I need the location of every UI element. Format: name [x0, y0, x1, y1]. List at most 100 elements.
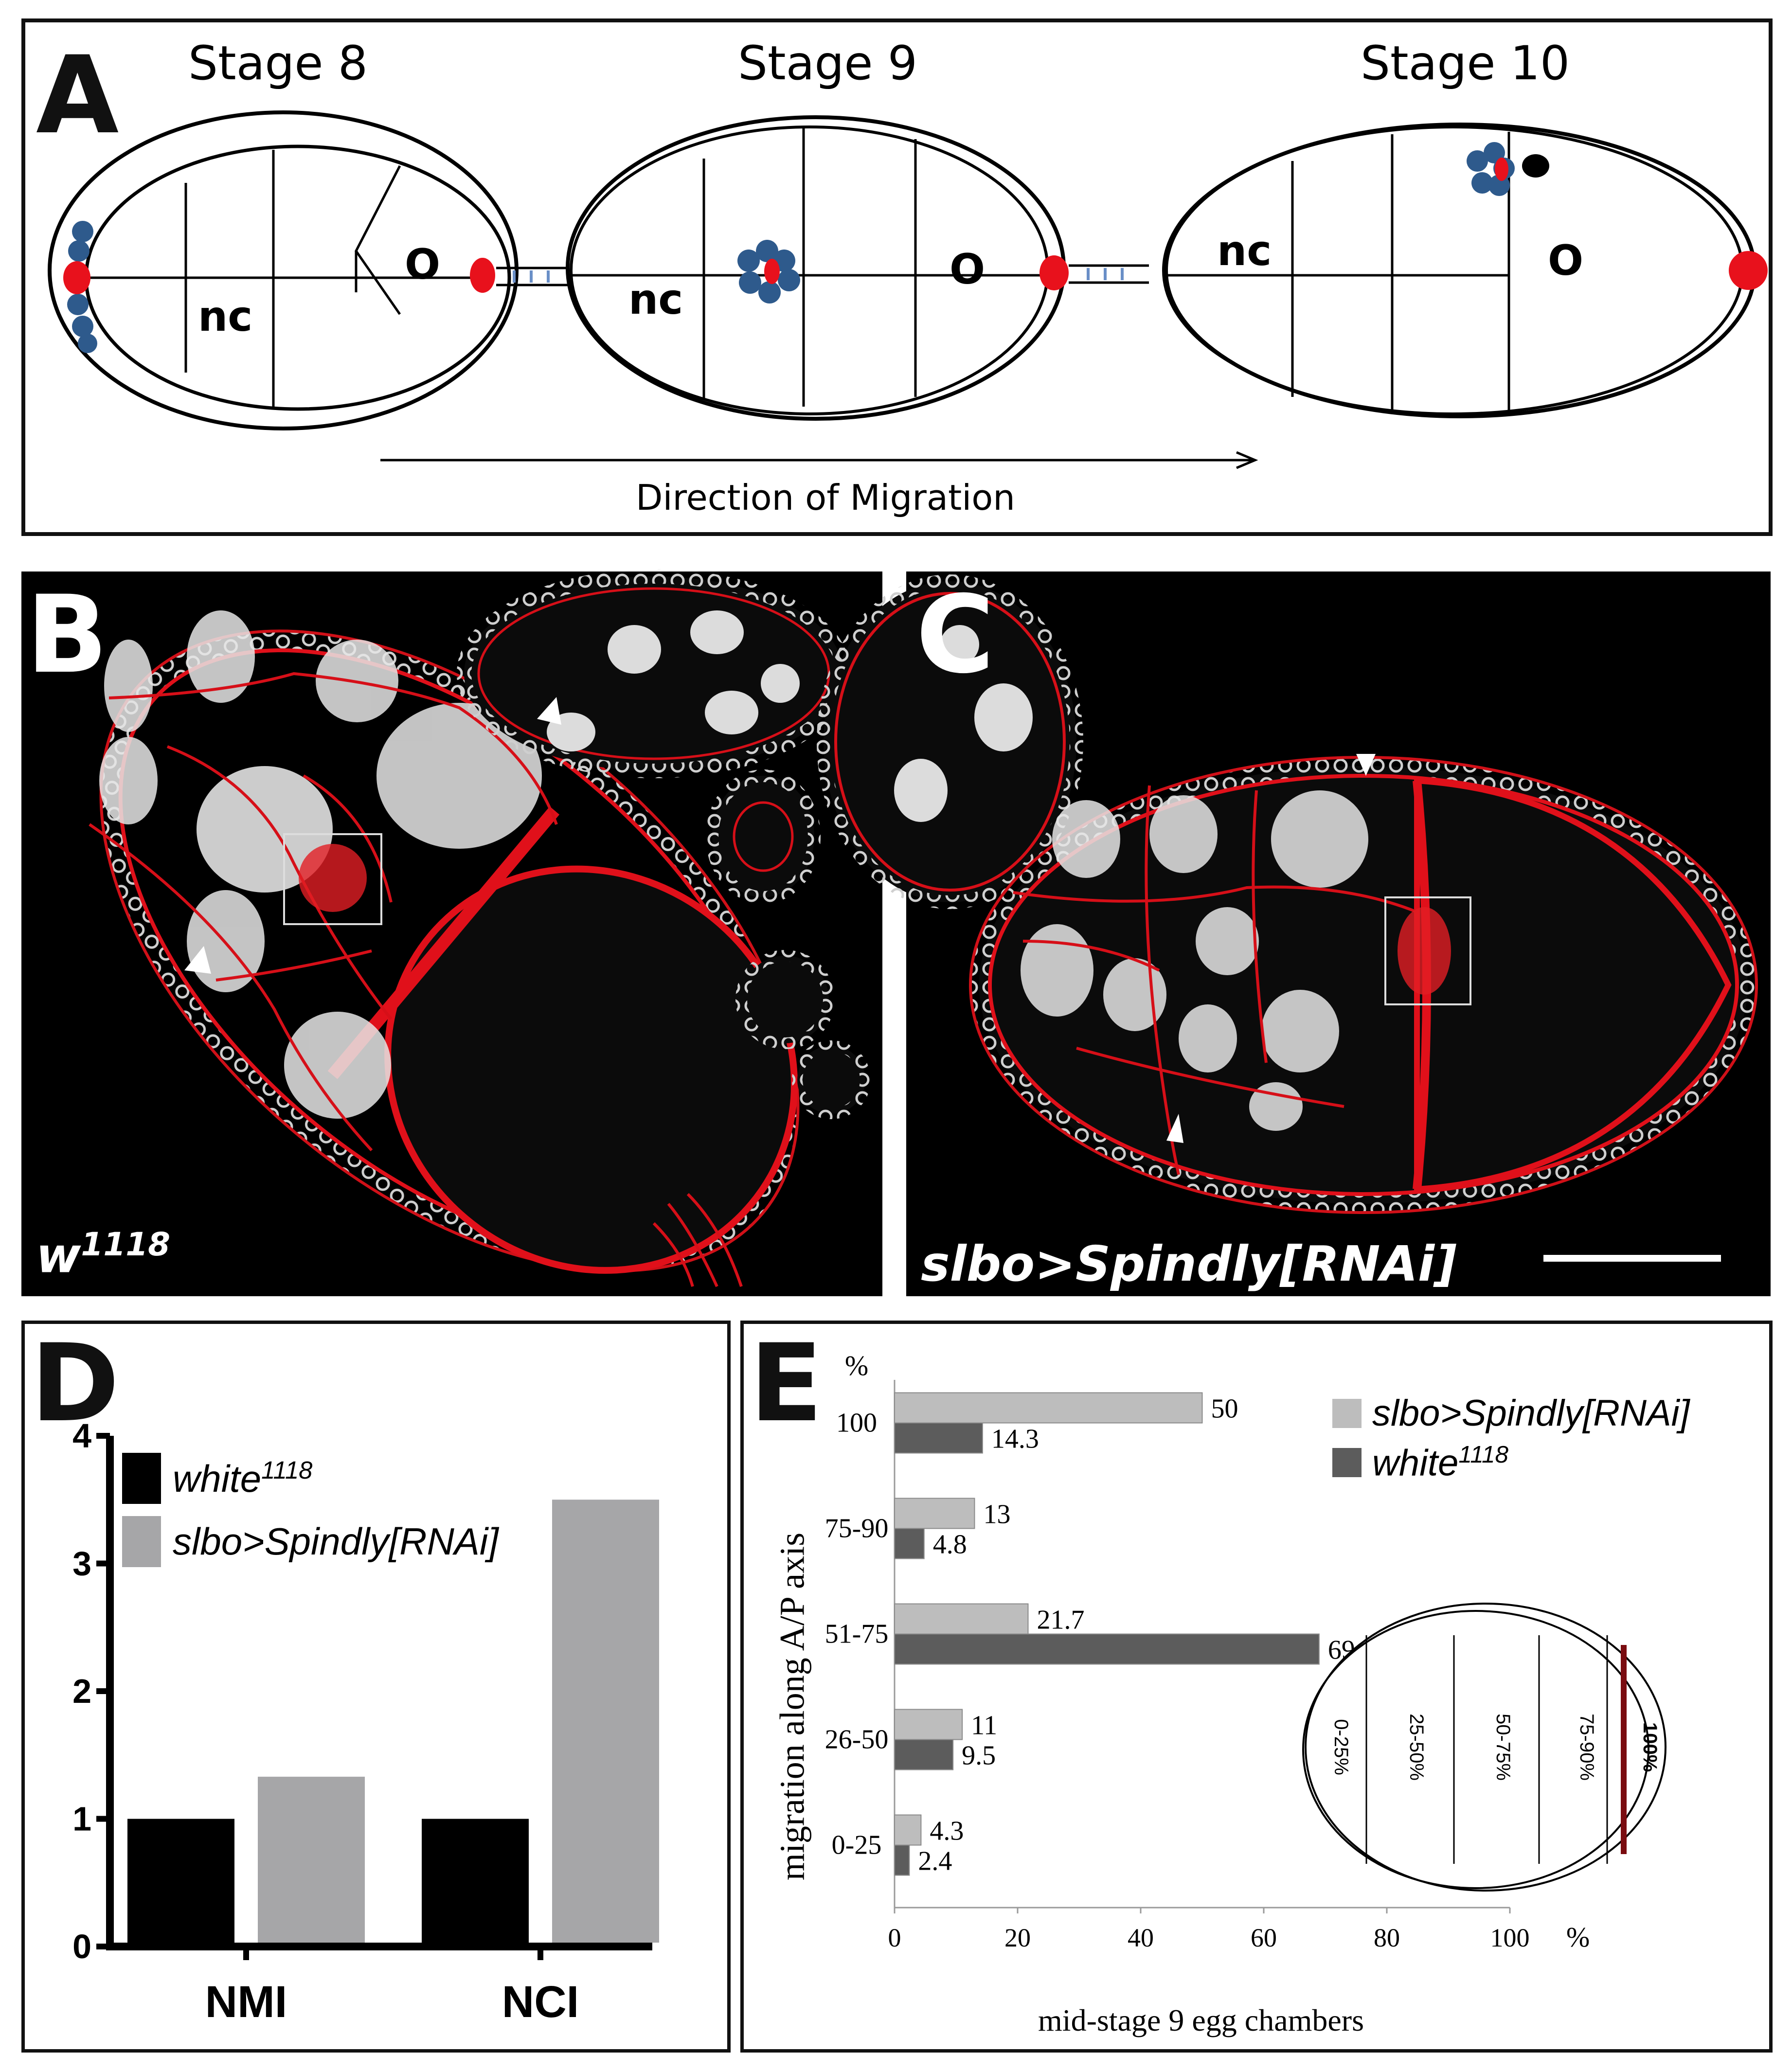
y-tick-label: 0 — [72, 1928, 91, 1965]
border-cell-cluster-box — [283, 833, 382, 925]
y-tick-label: 0-25 — [832, 1830, 882, 1860]
legend-swatch-white1118 — [122, 1453, 161, 1504]
inset-region-label: 50-75% — [1492, 1714, 1514, 1781]
stage-9-nurse-cell-label: nc — [628, 275, 683, 324]
micrograph-spindly-rnai — [817, 574, 1758, 1262]
x-tick-label: 60 — [1251, 1923, 1277, 1952]
legend-label-spindly-rnai: slbo>Spindly[RNAi] — [1372, 1393, 1690, 1434]
stage-8-border-cell — [67, 294, 89, 315]
bar-value-label: 50 — [1211, 1394, 1238, 1424]
legend-spindly-rnai: slbo>Spindly[RNAi] — [1332, 1392, 1690, 1434]
stage-10-border-cell — [1488, 175, 1510, 196]
y-tick-label: 100 — [836, 1408, 877, 1438]
legend-swatch-white1118 — [1332, 1447, 1362, 1477]
border-cell-cluster-box — [1384, 896, 1471, 1005]
x-tick-label: NCI — [502, 1977, 579, 2027]
x-tick-label: 0 — [888, 1923, 901, 1952]
inset-region-label: 25-50% — [1406, 1714, 1427, 1781]
x-tick-label: NMI — [205, 1977, 287, 2027]
legend-swatch-spindly-rnai — [122, 1516, 161, 1567]
arrowhead-marker — [537, 697, 561, 725]
stage-small-chamber — [817, 574, 1083, 909]
stage-8-nurse-cell-label: nc — [198, 292, 253, 341]
y-tick-label: 26-50 — [825, 1725, 889, 1755]
stage-10-label: Stage 10 — [1361, 36, 1570, 90]
stalk-tissue — [652, 1193, 743, 1287]
bar-value-label: 4.8 — [933, 1530, 967, 1560]
bar-0-25-series-1 — [894, 1844, 910, 1876]
inset-outer-outline — [1305, 1603, 1667, 1892]
legend-swatch-spindly-rnai — [1332, 1398, 1362, 1428]
x-axis-label: mid-stage 9 egg chambers — [1038, 2003, 1364, 2037]
stage-9-posterior-polar-cells — [1039, 255, 1069, 290]
arrowhead-marker — [1356, 754, 1376, 776]
stage-9-label: Stage 9 — [738, 36, 917, 90]
bar-value-label: 21.7 — [1037, 1605, 1085, 1635]
legend-label-white1118: white1118 — [173, 1456, 313, 1500]
y-tick-label: 3 — [72, 1545, 91, 1583]
arrowhead-marker — [1166, 1114, 1183, 1143]
panel-letter-a: A — [36, 33, 119, 158]
stage-10-posterior-polar-cells — [1729, 251, 1768, 290]
border-cell-cluster — [299, 844, 367, 912]
micrograph-w1118 — [89, 569, 871, 1287]
stage-8-border-cell — [72, 316, 93, 337]
panel-c-micrograph-spindly-rnai: C slbo>Spindly[RNAi] — [817, 572, 1771, 1296]
x-tick-label: 80 — [1374, 1923, 1400, 1952]
stage-9-border-cell — [756, 240, 778, 262]
bar-26-50-series-0 — [894, 1709, 963, 1740]
y-unit-label: % — [845, 1350, 868, 1381]
legend-spindly-rnai: slbo>Spindly[RNAi] — [122, 1516, 499, 1567]
stage-10-polar-cells — [1495, 158, 1508, 181]
panel-a-schematic: A — [21, 18, 1773, 536]
panel-letter-e: E — [750, 1321, 823, 1446]
oocyte — [1414, 777, 1732, 1193]
stage-small-chamber — [735, 950, 871, 1119]
stage-8-chamber — [48, 110, 519, 430]
stage-10-border-cell — [1471, 172, 1493, 194]
stage-9-chamber — [566, 115, 1069, 421]
stage-8-label: Stage 8 — [188, 36, 368, 90]
nurse-cell-nuclei — [1021, 790, 1368, 1131]
y-tick-label: 75-90 — [825, 1514, 889, 1544]
stage-8-anterior-polar-cells — [63, 261, 90, 294]
stage-8-border-cell — [68, 240, 90, 262]
egg-chamber-inset: 0-25% 25-50% 50-75% 75-90% 100% — [1302, 1603, 1667, 1892]
egg-chamber-schematic — [48, 110, 1768, 469]
y-tick-label: 1 — [72, 1800, 91, 1838]
nurse-cell-membranes — [89, 672, 558, 1152]
bar-100-series-1 — [894, 1422, 983, 1454]
stage-8-follicle-outline — [48, 110, 519, 430]
x-unit-label: % — [1566, 1921, 1590, 1953]
bar-value-label: 13 — [983, 1500, 1010, 1530]
legend-white1118: white1118 — [122, 1453, 312, 1504]
legend-white1118: white1118 — [1332, 1441, 1508, 1484]
bar-0-25-series-0 — [894, 1814, 922, 1846]
x-tick-label: 20 — [1004, 1923, 1031, 1952]
panel-letter-d: D — [31, 1321, 120, 1446]
inset-region-label: 0-25% — [1330, 1719, 1352, 1775]
panel-letter-b: B — [26, 572, 108, 697]
inset-region-label: 100% — [1639, 1722, 1661, 1772]
bar-nci-series-1 — [552, 1500, 659, 1943]
genotype-base: w — [36, 1227, 81, 1284]
stage-10-oocyte-nucleus — [1522, 154, 1549, 178]
panel-letter-c: C — [916, 572, 995, 697]
stage-8-border-cell — [78, 334, 97, 353]
y-axis-label: migration along A/P axis — [772, 1532, 812, 1881]
stage-small-chamber — [706, 769, 821, 904]
stage-9-border-cell — [778, 269, 800, 291]
interfollicular-stalk — [496, 267, 569, 286]
bar-51-75-series-1 — [894, 1633, 1320, 1665]
stage-10-border-cell — [1467, 150, 1488, 172]
bar-value-label: 14.3 — [991, 1424, 1039, 1454]
inset-region-label: 75-90% — [1576, 1714, 1597, 1781]
stage-10-nurse-cell-label: nc — [1217, 227, 1272, 275]
oocyte — [384, 865, 798, 1274]
bar-nci-series-0 — [422, 1819, 529, 1943]
x-tick-label: 100 — [1490, 1923, 1530, 1952]
stage-9-border-cell — [758, 281, 781, 304]
arrowhead-marker — [184, 946, 211, 974]
